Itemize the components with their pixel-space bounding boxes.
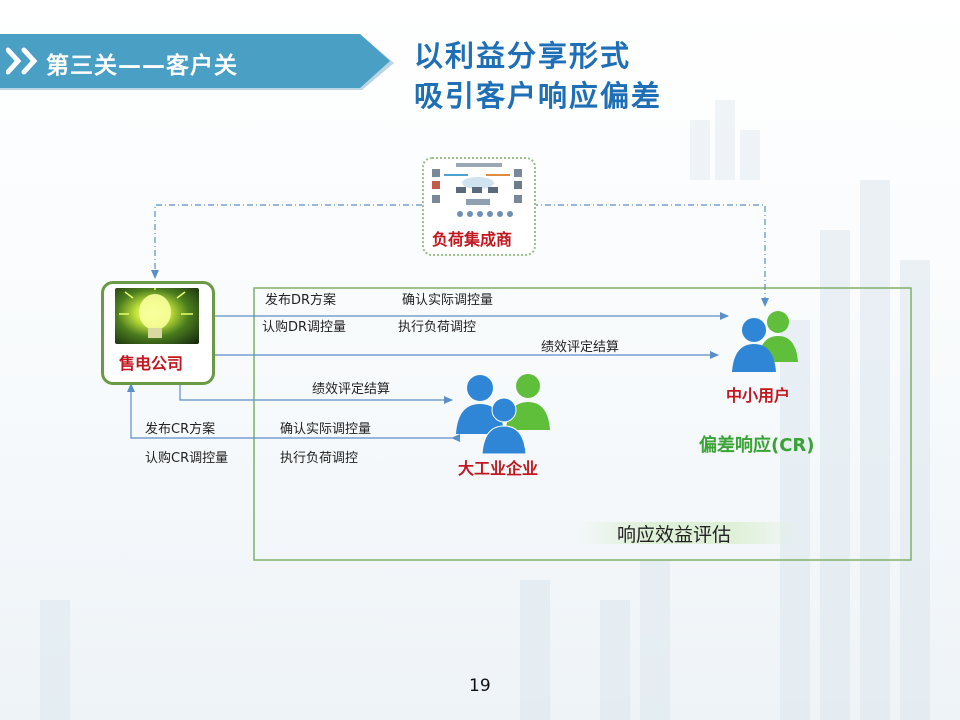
light-bulb-icon — [115, 288, 199, 344]
small-users-label: 中小用户 — [726, 386, 791, 405]
page-title-line-2: 吸引客户响应偏差 — [414, 79, 663, 113]
aggregator-to-small-users-link — [524, 201, 769, 307]
page-number: 19 — [469, 676, 491, 696]
section-title: 第三关——客户关 — [46, 53, 238, 79]
execute-load-label: 执行负荷调控 — [398, 320, 477, 335]
page-title-line-1: 以利益分享形式 — [414, 39, 632, 73]
cr-exchange-arrow — [127, 383, 460, 442]
chevron-right-icon — [6, 47, 38, 75]
retail-company-label: 售电公司 — [119, 354, 184, 373]
evaluation-highlight — [578, 522, 801, 544]
performance-small-label: 绩效评定结算 — [541, 340, 620, 355]
confirm-actual-label: 确认实际调控量 — [402, 293, 494, 308]
aggregator-label: 负荷集成商 — [432, 230, 513, 249]
header-banner — [0, 34, 390, 88]
deviation-response-label: 偏差响应(CR) — [699, 435, 815, 456]
publish-dr-label: 发布DR方案 — [265, 293, 337, 308]
subscribe-cr-label: 认购CR调控量 — [145, 451, 229, 466]
user-group-icon — [456, 374, 550, 454]
aggregator-to-company-link — [151, 201, 430, 279]
user-group-icon — [732, 311, 798, 372]
page-title: 以利益分享形式 吸引客户响应偏差 — [414, 36, 662, 116]
performance-large-label: 绩效评定结算 — [312, 382, 391, 397]
large-industrial-label: 大工业企业 — [458, 459, 539, 478]
publish-cr-label: 发布CR方案 — [145, 422, 216, 437]
aggregator-node — [422, 157, 536, 256]
subscribe-dr-label: 认购DR调控量 — [262, 320, 347, 335]
confirm-actual-cr-label: 确认实际调控量 — [280, 422, 372, 437]
execute-load-cr-label: 执行负荷调控 — [280, 451, 359, 466]
response-evaluation-label: 响应效益评估 — [617, 524, 732, 546]
network-diagram-icon — [432, 163, 522, 217]
